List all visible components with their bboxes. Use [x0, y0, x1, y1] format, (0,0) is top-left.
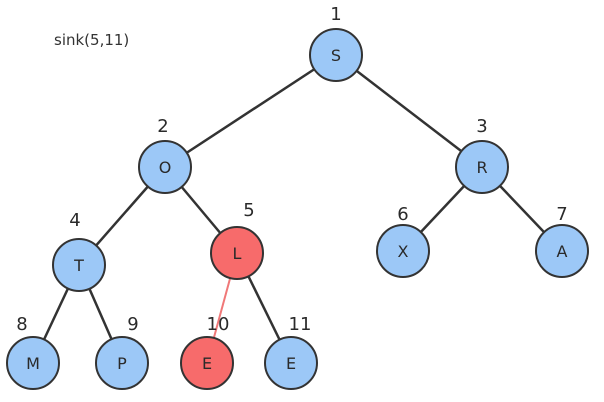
- tree-node-7: A7: [535, 204, 589, 278]
- node-circle: [52, 238, 106, 292]
- node-label: E: [286, 354, 296, 373]
- node-label: L: [233, 244, 242, 263]
- node-index-label: 7: [556, 204, 567, 225]
- edge-1-3: [335, 54, 483, 168]
- node-circle: [309, 28, 363, 82]
- node-circle: [264, 336, 318, 390]
- node-circle: [138, 140, 192, 194]
- tree-node-10: E 10: [180, 314, 234, 390]
- node-index-label: 1: [330, 4, 341, 25]
- node-index-label: 3: [476, 116, 487, 137]
- node-circle: [376, 224, 430, 278]
- node-label: S: [331, 46, 341, 65]
- tree-node-2: O2: [138, 116, 192, 194]
- node-circle: [6, 336, 60, 390]
- tree-node-5: L5: [210, 200, 264, 280]
- node-label: T: [73, 256, 84, 275]
- node-label: A: [557, 242, 568, 261]
- node-index-label: 11: [289, 314, 312, 335]
- node-circle: [535, 224, 589, 278]
- tree-node-6: X6: [376, 204, 430, 278]
- node-index-label: 4: [69, 210, 80, 231]
- node-index-label: 9: [127, 314, 138, 335]
- node-label: P: [117, 354, 127, 373]
- tree-node-4: T4: [52, 210, 106, 292]
- node-index-label: 10: [207, 314, 230, 335]
- node-index-label: 2: [157, 116, 168, 137]
- node-circle: [95, 336, 149, 390]
- node-circle: [455, 140, 509, 194]
- node-label: R: [476, 158, 487, 177]
- tree-node-3: R3: [455, 116, 509, 194]
- edge-1-2: [164, 53, 337, 169]
- tree-node-9: P9: [95, 314, 149, 390]
- node-index-label: 5: [243, 200, 254, 221]
- node-index-label: 8: [16, 314, 27, 335]
- node-index-label: 6: [397, 204, 408, 225]
- node-label: E: [202, 354, 212, 373]
- node-label: X: [398, 242, 409, 261]
- tree-node-8: M8: [6, 314, 60, 390]
- node-label: M: [26, 354, 40, 373]
- tree-node-1: S1: [309, 4, 363, 82]
- node-circle: [210, 226, 264, 280]
- caption-label: sink(5,11): [54, 31, 130, 49]
- node-circle: [180, 336, 234, 390]
- tree-node-11: E 11: [264, 314, 318, 390]
- node-label: O: [159, 158, 172, 177]
